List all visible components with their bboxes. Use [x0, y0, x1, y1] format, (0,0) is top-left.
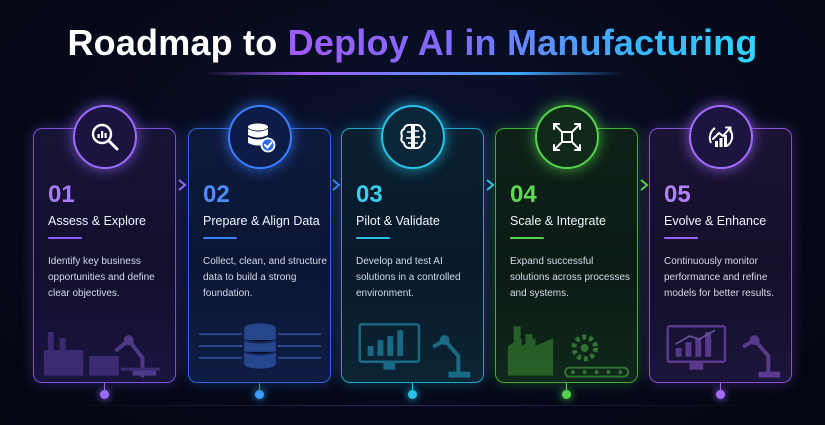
magnifier-chart-icon — [91, 123, 118, 151]
timeline-dot — [100, 390, 109, 399]
step-description: Continuously monitor performance and ref… — [664, 256, 775, 299]
step-name: Pilot & Validate — [356, 214, 440, 228]
database-check-icon — [247, 123, 275, 153]
step-divider — [356, 237, 390, 239]
chevron-right-icon — [330, 178, 342, 192]
step-name: Evolve & Enhance — [664, 214, 767, 228]
growth-chart-icon — [708, 126, 733, 147]
timeline-connector — [720, 383, 721, 390]
timeline-connector — [412, 383, 413, 390]
step-description: Identify key business opportunities and … — [48, 256, 155, 299]
step-card-1: 01 Assess & Explore Identify key busines… — [33, 105, 176, 383]
step-divider — [510, 237, 544, 239]
timeline-dot — [408, 390, 417, 399]
title-part-1: Roadmap to — [67, 22, 278, 63]
step-icon-badge — [688, 105, 753, 169]
timeline-connector — [104, 383, 105, 390]
step-name: Scale & Integrate — [510, 214, 606, 228]
step-number: 02 — [203, 181, 230, 208]
analytics-robot-illustration — [650, 310, 791, 382]
step-divider — [664, 237, 698, 239]
step-card-4: 04 Scale & Integrate Expand successful s… — [495, 105, 638, 383]
step-divider — [48, 237, 82, 239]
step-icon-badge — [534, 105, 599, 169]
step-icon-badge — [380, 105, 445, 169]
page-title: Roadmap to Deploy AI in Manufacturing — [0, 22, 825, 64]
brain-circuit-icon — [399, 123, 426, 150]
step-card-3: 03 Pilot & Validate Develop and test AI … — [341, 105, 484, 383]
chevron-right-icon — [638, 178, 650, 192]
title-part-2: Deploy AI in Manufacturing — [287, 22, 758, 63]
step-card-2: 02 Prepare & Align Data Collect, clean, … — [188, 105, 331, 383]
step-description: Expand successful solutions across proce… — [510, 256, 631, 299]
step-icon-badge — [72, 105, 137, 169]
timeline-connector — [259, 383, 260, 390]
chevron-right-icon — [484, 178, 496, 192]
step-number: 04 — [510, 181, 537, 208]
title-underline — [203, 72, 623, 75]
step-number: 01 — [48, 181, 75, 208]
timeline-dot — [716, 390, 725, 399]
step-divider — [203, 237, 237, 239]
timeline-dot — [562, 390, 571, 399]
step-number: 03 — [356, 181, 383, 208]
monitor-robot-illustration — [342, 310, 483, 382]
data-streams-illustration — [189, 310, 330, 382]
step-card-5: 05 Evolve & Enhance Continuously monitor… — [649, 105, 792, 383]
factory-robot-illustration — [34, 310, 175, 382]
factory-gear-conveyor-illustration — [496, 310, 637, 382]
timeline-dot — [255, 390, 264, 399]
step-name: Prepare & Align Data — [203, 214, 320, 228]
timeline-connector — [566, 383, 567, 390]
step-icon-badge — [227, 105, 292, 169]
step-description: Collect, clean, and structure data to bu… — [203, 256, 327, 299]
chevron-right-icon — [176, 178, 188, 192]
timeline-line — [40, 405, 785, 406]
scale-expand-icon — [552, 123, 581, 151]
step-description: Develop and test AI solutions in a contr… — [356, 256, 461, 299]
step-number: 05 — [664, 181, 691, 208]
step-name: Assess & Explore — [48, 214, 146, 228]
